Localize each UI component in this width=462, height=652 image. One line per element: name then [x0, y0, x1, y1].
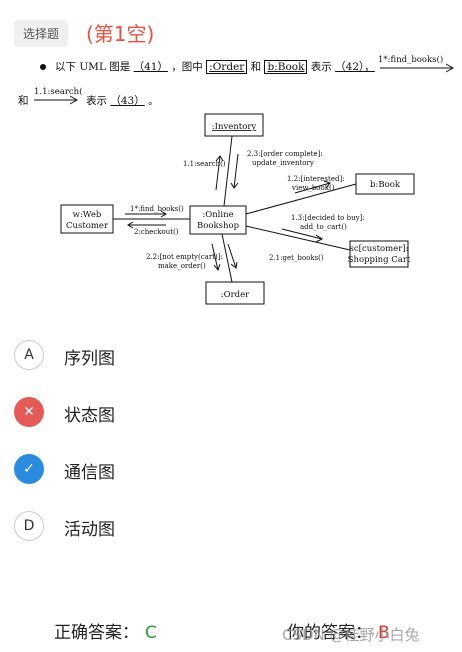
and-1: 和	[250, 61, 262, 73]
shopping-cart-box	[349, 240, 409, 268]
bookshop-label-1: :Online	[202, 210, 233, 220]
uml-communication-diagram: :Inventory w:Web Customer :Online Booksh…	[60, 113, 415, 305]
blank-41: （41）	[133, 61, 168, 73]
msg-order-complete-1: 2.3:[order complete]:	[247, 150, 323, 158]
msg-checkout: 2:checkout()	[134, 228, 179, 236]
your-answer: 你的答案： B	[287, 618, 390, 643]
msg-search: 1.1:search()	[183, 160, 226, 168]
msg-find-books: 1*:find_books()	[130, 205, 184, 213]
element-order: :Order	[206, 60, 248, 74]
msg-not-empty-1: 2.2:[not empty(cart)]:	[146, 253, 223, 261]
question-type-tag: 选择题	[14, 20, 69, 47]
bookshop-box	[189, 205, 247, 235]
blank-42: （42），	[335, 61, 375, 73]
book-label: b:Book	[370, 180, 401, 190]
msg-not-empty-2: make_order()	[158, 262, 206, 270]
msg-interested-2: view_book()	[291, 184, 335, 192]
your-answer-label: 你的答案：	[287, 623, 372, 643]
search-label: 1.1:search()	[34, 86, 82, 97]
shopping-cart-label-2: Shopping Cart	[348, 255, 411, 265]
option-a-label[interactable]: 序列图	[64, 349, 115, 369]
correct-answer: 正确答案： C	[54, 618, 157, 643]
msg-decided-2: add_to_cart()	[300, 223, 347, 231]
option-b-wrong-icon[interactable]: ✕	[14, 397, 44, 427]
web-customer-label-2: Customer	[66, 221, 109, 231]
find-books-label: 1*:find_books()	[378, 54, 443, 65]
link-bookshop-book	[245, 183, 357, 215]
link-bookshop-cart	[245, 225, 351, 251]
order-label: :Order	[221, 290, 250, 300]
option-d-circle[interactable]: D	[14, 511, 44, 541]
watermark: CSDN @桂野小白兔	[282, 626, 420, 644]
represents-1: 表示	[310, 61, 332, 73]
your-answer-value: B	[378, 623, 390, 643]
web-customer-label-1: w:Web	[73, 210, 102, 220]
msg-interested-1: 1.2:[interested]:	[287, 175, 345, 183]
question-mid: ，图中	[171, 61, 203, 73]
period: 。	[148, 95, 159, 107]
blank-43: （43）	[110, 95, 145, 107]
search-message-arrow: 1.1:search()	[34, 86, 82, 105]
option-b-label[interactable]: 状态图	[64, 406, 115, 426]
msg-decided-1: 1.3:[decided to buy]:	[291, 214, 365, 222]
bullet-dot	[40, 64, 46, 70]
shopping-cart-label-1: sc[customer]:	[350, 244, 409, 254]
msg-order-complete-2: update_inventory	[252, 159, 314, 167]
correct-answer-value: C	[145, 623, 157, 643]
link-bookshop-order	[221, 233, 233, 283]
correct-answer-label: 正确答案：	[54, 623, 139, 643]
option-a-circle[interactable]: A	[14, 340, 44, 370]
link-bookshop-inventory	[223, 135, 233, 207]
option-c-check-icon[interactable]: ✓	[14, 454, 44, 484]
inventory-label: :Inventory	[212, 122, 257, 132]
element-book: b:Book	[264, 60, 308, 74]
msg-get-books: 2.1:get_books()	[269, 254, 324, 262]
question-line-2: 表示 （43） 。	[86, 93, 159, 108]
inventory-box	[204, 113, 264, 137]
represents-2: 表示	[86, 95, 107, 107]
option-d-label[interactable]: 活动图	[64, 520, 115, 540]
bookshop-label-2: Bookshop	[197, 221, 240, 231]
web-customer-box	[60, 204, 114, 234]
blank-label: (第1空)	[86, 22, 155, 46]
question-prefix: 以下 UML 图是	[55, 61, 131, 73]
find-books-message-arrow: 1*:find_books()	[378, 54, 455, 73]
question-line-1: 以下 UML 图是 （41） ，图中 :Order 和 b:Book 表示 （4…	[55, 59, 375, 74]
order-box	[205, 281, 265, 305]
option-c-label[interactable]: 通信图	[64, 463, 115, 483]
and-2: 和	[18, 95, 29, 107]
